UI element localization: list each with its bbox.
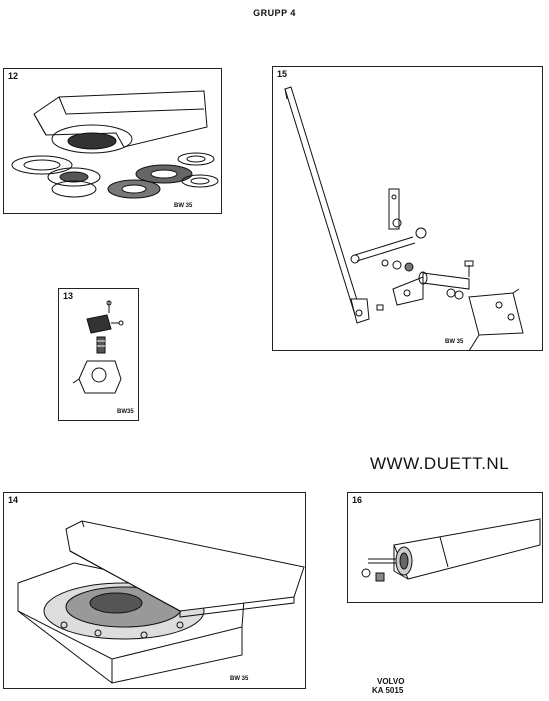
figure-15-panel: 15 BW 35 [272, 66, 543, 351]
figure-14-panel: 14 BW 35 [3, 492, 306, 689]
figure-13-panel: 13 BW35 [58, 288, 139, 421]
figure-number: 12 [8, 71, 19, 81]
selector-linkage-illustration [273, 67, 544, 352]
figure-number: 15 [277, 69, 288, 79]
brand-label: VOLVO [377, 677, 405, 686]
page-title: GRUPP 4 [253, 8, 296, 18]
valve-illustration [59, 289, 140, 422]
figure-code: BW 35 [445, 339, 464, 345]
figure-number: 16 [352, 495, 363, 505]
figure-code: BW 35 [174, 203, 193, 209]
bearing-set-illustration [4, 69, 223, 215]
figure-12-panel: 12 BW 35 [3, 68, 222, 214]
site-watermark: WWW.DUETT.NL [370, 454, 510, 473]
transmission-oil-pan-illustration [4, 493, 307, 690]
figure-code: BW 35 [230, 676, 249, 682]
figure-number: 13 [63, 291, 74, 301]
figure-number: 14 [8, 495, 19, 505]
figure-16-panel: 16 [347, 492, 543, 603]
model-code: KA 5015 [372, 686, 404, 695]
figure-code: BW35 [117, 409, 134, 415]
propeller-shaft-illustration [348, 493, 544, 604]
